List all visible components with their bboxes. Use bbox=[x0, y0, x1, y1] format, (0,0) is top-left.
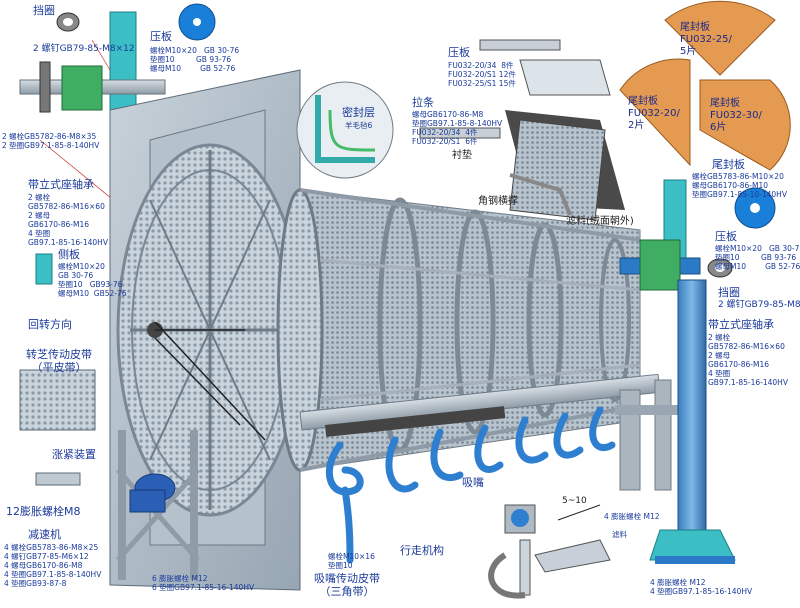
label-tail-plate-a: 尾封板 FU032-25/ 5片 bbox=[680, 22, 732, 57]
label-tail-plate-b: 尾封板 FU032-20/ 2片 bbox=[628, 96, 680, 131]
seal-detail bbox=[296, 81, 394, 179]
label-pressure-plate-right-spec: 螺栓M10×20 GB 30-76 垫圈10 GB 93-76 螺母M10 GB… bbox=[715, 244, 800, 271]
label-pressure-plate-mid-spec: FU032-20/34 8件 FU032-20/S1 12件 FU032-25/… bbox=[448, 61, 516, 88]
label-pressure-plate-top-spec: 螺栓M10×20 GB 30-76 垫圈10 GB 93-76 螺母M10 GB… bbox=[150, 46, 240, 73]
label-nozzle: 吸嘴 bbox=[462, 476, 484, 489]
label-bearing-left: 带立式座轴承 bbox=[28, 178, 94, 191]
label-seal-layer: 密封层 bbox=[342, 106, 375, 119]
label-retaining-ring-top-spec: 2 螺钉GB79-85-M8×12 bbox=[33, 44, 135, 54]
label-flat-belt: 转芝传动皮带 （平皮带） bbox=[26, 348, 92, 374]
label-tail-plate-spec: 螺栓GB5783-86-M10×20 螺母GB6170-86-M10 垫圈GB9… bbox=[692, 172, 787, 199]
label-strap-spec: 螺母GB6170-86-M8 垫圈GB97.1-85-8-140HV FU032… bbox=[412, 110, 503, 146]
tensioner-inset bbox=[19, 369, 96, 431]
label-bearing-left-spec: 2 螺栓 GB5782-86-M16×60 2 螺母 GB6170-86-M16… bbox=[28, 193, 108, 247]
label-bottom-bolt: 6 膨胀螺栓 M12 6 垫圈GB97.1-85-16-140HV bbox=[152, 574, 255, 592]
label-filter-cloth: 滤料(绒面朝外) bbox=[566, 216, 634, 227]
label-side-plate-spec: 螺栓M10×20 GB 30-76 垫圈10 GB93-76 螺母M10 GB5… bbox=[58, 262, 127, 298]
label-retaining-ring-right-spec: 2 螺钉GB79-85-M8×12 bbox=[718, 300, 800, 310]
label-pressure-plate-mid: 压板 bbox=[448, 46, 470, 59]
label-pressure-plate-right: 压板 bbox=[715, 230, 737, 243]
label-side-plate: 侧板 bbox=[58, 248, 80, 261]
label-tail-plate-title: 尾封板 bbox=[712, 158, 745, 171]
left-frame-panel bbox=[109, 69, 304, 591]
tail-plates bbox=[619, 0, 791, 171]
top-shaft-assembly bbox=[19, 3, 216, 231]
label-strap: 拉条 bbox=[412, 96, 434, 109]
label-retaining-ring-right: 挡圈 bbox=[718, 286, 740, 299]
label-seal-layer-sub: 羊毛毡6 bbox=[345, 121, 373, 130]
expansion-bolt-icon bbox=[35, 472, 81, 486]
label-reducer: 减速机 bbox=[28, 528, 61, 541]
label-bearing-right: 带立式座轴承 bbox=[708, 318, 774, 331]
label-retaining-ring-top: 挡圈 bbox=[33, 4, 55, 17]
label-filter-small: 滤料 bbox=[612, 530, 627, 539]
label-rotation-direction: 回转方向 bbox=[28, 318, 72, 331]
nozzle-rail bbox=[299, 373, 680, 491]
nozzle-detail bbox=[488, 504, 611, 599]
suction-hoses bbox=[325, 406, 616, 564]
label-v-belt: 吸嘴传动皮带 （三角带） bbox=[314, 572, 380, 598]
label-tension-device: 涨紧装置 bbox=[52, 448, 96, 461]
label-pressure-plate-top: 压板 bbox=[150, 30, 172, 43]
label-bolt-bottom-mid: 螺栓M10×16 垫圈10 bbox=[328, 552, 375, 570]
label-expansion-bolt: 12膨胀螺栓M8 bbox=[6, 505, 81, 518]
side-plate-icon bbox=[35, 253, 53, 285]
label-reducer-spec: 4 螺栓GB5783-86-M8×25 4 螺钉GB77-85-M6×12 4 … bbox=[4, 543, 102, 588]
label-tail-plate-c: 尾封板 FU032-30/ 6片 bbox=[710, 98, 762, 133]
label-liner: 衬垫 bbox=[452, 150, 472, 161]
right-support-column bbox=[619, 179, 776, 564]
label-walking-mechanism: 行走机构 bbox=[400, 544, 444, 557]
label-bottom-right-bolt: 4 膨胀螺栓 M12 4 垫圈GB97.1-85-16-140HV bbox=[650, 578, 753, 596]
label-bottom-right-bolt2: 4 膨胀螺栓 M12 bbox=[604, 512, 660, 521]
strap-filter-detail bbox=[419, 39, 625, 221]
label-bearing-right-spec: 2 螺栓 GB5782-86-M16×60 2 螺母 GB6170-86-M16… bbox=[708, 333, 788, 387]
label-bolt-left: 2 螺栓GB5782-86-M8×35 2 垫圈GB97.1-85-8-140H… bbox=[2, 132, 100, 150]
label-range: 5~10 bbox=[562, 496, 587, 506]
label-angle-steel: 角钢横撑 bbox=[478, 196, 518, 207]
